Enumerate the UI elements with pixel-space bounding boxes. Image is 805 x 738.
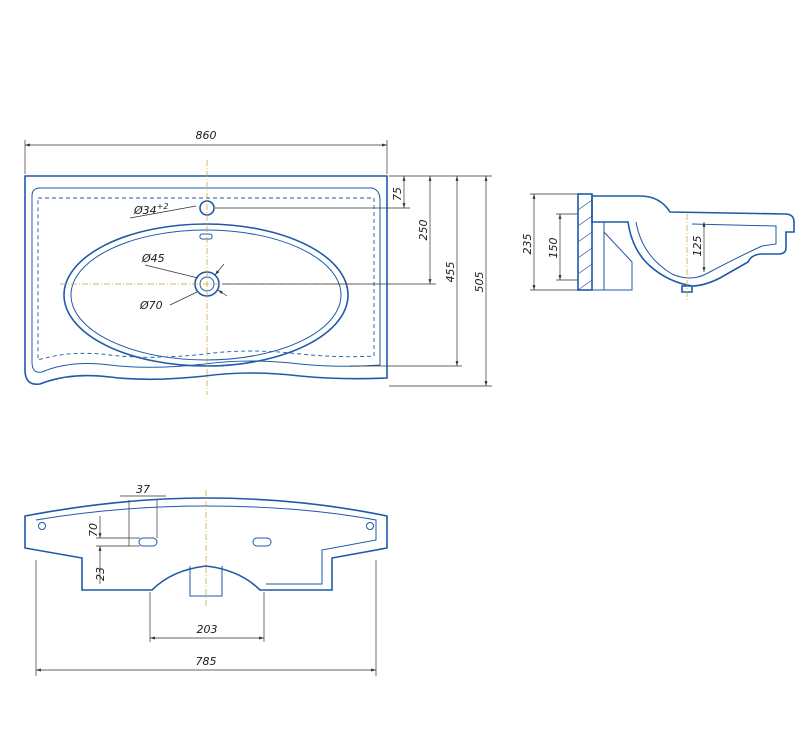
- mount-hole-right: [366, 522, 374, 530]
- dim-label-tap-hole: Ø34+2: [133, 202, 168, 217]
- side-profile-inner: [635, 221, 777, 279]
- rear-outlet: [189, 566, 223, 597]
- dim-label-250: 250: [417, 220, 430, 241]
- overflow-slot: [199, 233, 213, 240]
- side-profile-outer: [591, 195, 795, 293]
- side-pedestal: [591, 221, 633, 291]
- basin-inner-rim: [31, 187, 381, 373]
- dim-label-37: 37: [136, 483, 150, 496]
- dim-label-150: 150: [547, 238, 560, 259]
- basin-hidden-edge: [37, 197, 375, 361]
- mount-hole-left: [38, 522, 46, 530]
- dim-label-drain-inner: Ø45: [141, 252, 165, 265]
- rear-outline: [24, 497, 388, 591]
- side-view: 235 150 125: [521, 193, 795, 300]
- dim-label-75: 75: [391, 187, 404, 201]
- bowl-oval-inner: [70, 229, 342, 361]
- dim-label-drain-outer: Ø70: [139, 299, 163, 312]
- rear-view: 37 70 23 203 785: [24, 483, 388, 676]
- basin-top-outline: [24, 175, 388, 386]
- dim-label-70: 70: [87, 523, 100, 537]
- mount-slot-right: [252, 537, 272, 547]
- dim-label-23: 23: [94, 567, 107, 581]
- dim-label-785: 785: [196, 655, 217, 668]
- dim-label-860: 860: [196, 129, 217, 142]
- dim-label-235: 235: [521, 234, 534, 255]
- dim-label-505: 505: [473, 272, 486, 293]
- top-view: 860 Ø34+2 Ø45 Ø70 75 250 455 505: [24, 129, 492, 395]
- dim-label-203: 203: [197, 623, 218, 636]
- dim-label-455: 455: [444, 262, 457, 283]
- rear-inner-edge: [35, 505, 377, 585]
- mount-slot-left: [138, 537, 158, 547]
- bowl-oval-outer: [63, 223, 349, 367]
- dim-label-125: 125: [691, 236, 704, 257]
